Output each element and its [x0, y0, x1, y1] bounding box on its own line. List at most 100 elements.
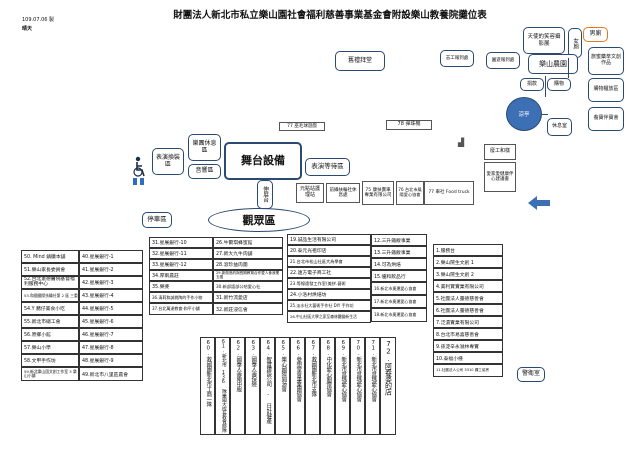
rotary-rest: 前攝扶輪社休息處: [326, 183, 360, 203]
booth-75: 75 康扶賣車專業有限公司: [362, 181, 394, 205]
booth-26: 26.中山社區大學之家至森林體鍛新生活: [287, 311, 371, 323]
booth-17: 17.新北市奧運愛心協會: [371, 295, 427, 308]
guard-room: 警衛室: [517, 367, 545, 382]
shopping-booth: 購物: [547, 78, 571, 91]
booth-c4-4: 29.新風悠約與長期教育合作愛人食我業五獲: [213, 270, 283, 281]
booth-64: 64.智寶建設公司 - 日計健產: [260, 337, 275, 435]
meeting-hall: 舊禮拜堂: [335, 51, 385, 71]
booth-58: 58.文甲手作坊: [21, 354, 79, 367]
stage-equipment: 舞台設備: [224, 142, 302, 180]
connector-line: [542, 114, 548, 115]
booth-c4-7: 32.新莊浸信會: [213, 303, 283, 315]
male-restroom: 男廁: [583, 27, 608, 42]
booth-21: 21.台北市松山社區大為學會: [287, 256, 371, 267]
booth-11: 11.社團法人公司 3310 講工協會: [433, 364, 503, 377]
booth-60: 60.救國團新北市工商一隊: [200, 337, 215, 435]
booth-32: 32.星展銀行-11: [149, 248, 213, 259]
pavilion-circle: 涼亭: [506, 97, 542, 131]
booth-76: 76 台北市鳳陽愛心協會: [396, 181, 424, 205]
booth-43: 43.星展銀行-4: [79, 289, 143, 302]
booth-63: 63.國泰人壽保險: [245, 337, 260, 435]
photo-exhibit: 天使的笑容攝影展: [523, 27, 565, 54]
booth-25: 25.淡水社大藝術手作社 DIY 手作坊: [287, 300, 371, 311]
show-dressing-area: 表演換裝區: [152, 148, 184, 175]
booth-c4-3: 28.滾珍益肉團: [213, 259, 283, 270]
booth-46: 46.星展銀行-7: [79, 328, 143, 341]
booth-67: 67.救國團新北市支隊: [305, 337, 320, 435]
date-label: 109.07.06 製: [22, 17, 55, 23]
runway: 伸展台: [257, 180, 273, 209]
audience-area: 觀眾區: [208, 208, 310, 232]
booth-69: 69.新北市莒瑪愛心協會: [335, 337, 350, 435]
booth-13: 13.三升鐵飯事業: [371, 246, 427, 258]
booth-56: 56.原鄉小館: [21, 328, 79, 341]
booth-row-bottom: 60.救國團新北市工商一隊 61.新北市 136 隊美國大成長教會部隊 62.國…: [200, 337, 396, 437]
booth-59: 59.新北樂山園文創工作室 3 樂山小舖: [21, 367, 79, 381]
booth-15: 15.優和飲品行: [371, 270, 427, 282]
trash-icon: ▟: [458, 138, 465, 147]
booth-40: 40.星展銀行-1: [79, 250, 143, 263]
booth-66: 66.參想堂會事業團協會: [290, 337, 305, 435]
booth-24: 24.小洛村烘焙坊: [287, 289, 371, 300]
rest-room: 休息室: [547, 118, 572, 136]
booth-14: 14.可為烘焙: [371, 258, 427, 270]
band-rest-area: 樂團休息區: [188, 134, 221, 161]
farm-area: 樂山農園: [528, 54, 578, 74]
page-title: 財團法人新北市私立樂山園社會福利慈善事業基金會附設樂山教養院攤位表: [173, 10, 487, 21]
booth-71: 71.新北市莒瑪愛心協會: [365, 337, 380, 435]
booth-42: 42.星展銀行-3: [79, 276, 143, 289]
booth-77-foodtruck: 77 車社 Food truck: [424, 181, 474, 205]
booth-44: 44.星展銀行-5: [79, 302, 143, 315]
booth-9: 9.孫淀辛永滋林專實: [433, 340, 503, 352]
creative-works: 旅蜜藥萃文創作品: [588, 47, 624, 75]
booth-50: 50. Mind 鎮攤本舖: [21, 250, 79, 263]
accessible-restroom-icon: [133, 156, 145, 185]
booth-16: 16.新北市奧運愛心協會: [371, 282, 427, 295]
family-health-booth: 愛家愛健康伴心建議書: [484, 162, 516, 192]
staff-checkin: 志工報到處: [440, 50, 474, 67]
booth-49: 49.新北市八里區農會: [79, 367, 143, 381]
weather-label: 晴天: [22, 26, 33, 32]
booth-22: 22.遠方電子商工社: [287, 267, 371, 278]
booth-12: 12.三升鐵飯事業: [371, 234, 427, 246]
booth-c4-2: 27.新大九牛肉舖: [213, 248, 283, 259]
booth-33: 33.星展銀行-12: [149, 259, 213, 270]
booth-48: 48.星展銀行-9: [79, 354, 143, 367]
donation-booth: 捐款: [520, 78, 544, 91]
souvenir-booth: 養寶伴寶會: [588, 107, 624, 131]
booth-45: 45.星展銀行-6: [79, 315, 143, 328]
booth-36: 36.清莉和誠桃陶的手作小物: [149, 292, 213, 303]
booth-57: 57.樂山小學: [21, 341, 79, 354]
connector-line: [545, 76, 546, 97]
exhibit-checkin: 園遊報到處: [486, 52, 520, 69]
booth-47: 47.星展銀行-8: [79, 341, 143, 354]
booth-7: 7.泛濃實業有限公司: [433, 316, 503, 328]
booth-70: 70.新北市莒瑪愛心協會: [350, 337, 365, 435]
sound-area: 音響區: [188, 164, 221, 179]
booth-41: 41.星展銀行-2: [79, 263, 143, 276]
nurse-station: 元點站護理站: [296, 183, 324, 203]
booth-55: 55.新北市總工會: [21, 315, 79, 328]
booth-78-pinball: 78 彈珠機: [386, 120, 432, 130]
parking-area: 停車區: [142, 212, 172, 228]
booth-10: 10.泰福小棧: [433, 352, 503, 364]
shopping-display: 購物櫃放區: [588, 78, 624, 102]
entrance-arrow-icon: [528, 196, 550, 210]
show-waiting-area: 表演等待區: [305, 158, 350, 176]
booth-34: 34.厚兩農莊: [149, 270, 213, 281]
booth-51: 51.樂山家長委員會: [21, 263, 79, 276]
booth-5: 5.社團法人臺德慈善會: [433, 292, 503, 304]
booth-8: 8.台北市易喜慈善會: [433, 328, 503, 340]
booth-52: 52.台北憲德醫院基督福利服務中心: [21, 276, 79, 289]
booth-c4-6: 31.新竹流愛店: [213, 292, 283, 303]
booth-53: 53.和國國際扶輪社第 2 區 三重: [21, 289, 79, 302]
booth-31: 31.星展銀行-10: [149, 237, 213, 248]
booth-c4-1: 26.牛爾琪蜂蜜館: [213, 237, 283, 248]
booth-6: 6.社團法人臺德慈善會: [433, 304, 503, 316]
booth-54: 54.Y 豬仔美食小吃: [21, 302, 79, 315]
booth-20: 20.泰元光祖印店: [287, 245, 371, 256]
booth-61: 61.新北市 136 隊美國大成長教會部隊: [215, 337, 230, 435]
booth-3: 3.樂山院生文創 2: [433, 268, 503, 280]
booth-23: 23.等線遠發工作室(美拼.藝術: [287, 278, 371, 289]
booth-18: 18.新北市奧運愛心協會: [371, 308, 427, 322]
